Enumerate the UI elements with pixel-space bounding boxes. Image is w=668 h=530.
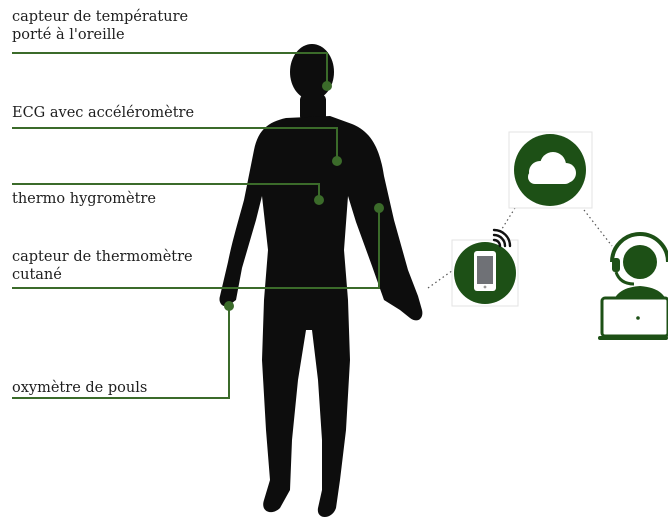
label-pulse-oximeter: oxymètre de pouls: [12, 379, 147, 397]
cloud-icon: [528, 152, 576, 184]
leader-line-skin: [12, 208, 380, 289]
phone-tile: [451, 228, 519, 307]
dotted-connectors: [427, 199, 613, 289]
leader-line-thermo: [12, 183, 320, 200]
sensor-dots: [224, 81, 384, 311]
label-line: oxymètre de pouls: [12, 380, 148, 396]
sensor-dot-thermo: [314, 195, 324, 205]
label-thermo-hygrometer: thermo hygromètre: [12, 190, 156, 208]
label-ecg-accelerometer: ECG avec accéléromètre: [12, 104, 194, 122]
human-silhouette: [219, 44, 423, 517]
doctor-tile: [598, 232, 668, 340]
sensor-dot-oximeter: [224, 301, 234, 311]
laptop-icon: [598, 296, 668, 340]
sensor-dot-skin: [374, 203, 384, 213]
label-line: cutané: [12, 267, 62, 283]
leader-line-ear: [12, 52, 328, 86]
cloud-tile: [508, 131, 593, 209]
leader-lines: [12, 52, 380, 399]
label-line: capteur de température: [12, 9, 189, 25]
label-skin-thermometer: capteur de thermomètre cutané: [12, 248, 193, 284]
leader-line-oximeter: [12, 306, 230, 399]
label-line: capteur de thermomètre: [12, 249, 193, 265]
label-line: ECG avec accéléromètre: [12, 105, 195, 121]
smartphone-icon: [474, 251, 496, 291]
wifi-signal-icon: [492, 228, 512, 248]
label-ear-temperature-sensor: capteur de température porté à l'oreille: [12, 8, 188, 44]
sensor-dot-ear: [322, 81, 332, 91]
label-line: porté à l'oreille: [12, 27, 125, 43]
leader-line-ecg: [12, 127, 338, 161]
sensor-dot-ecg: [332, 156, 342, 166]
label-line: thermo hygromètre: [12, 191, 156, 207]
